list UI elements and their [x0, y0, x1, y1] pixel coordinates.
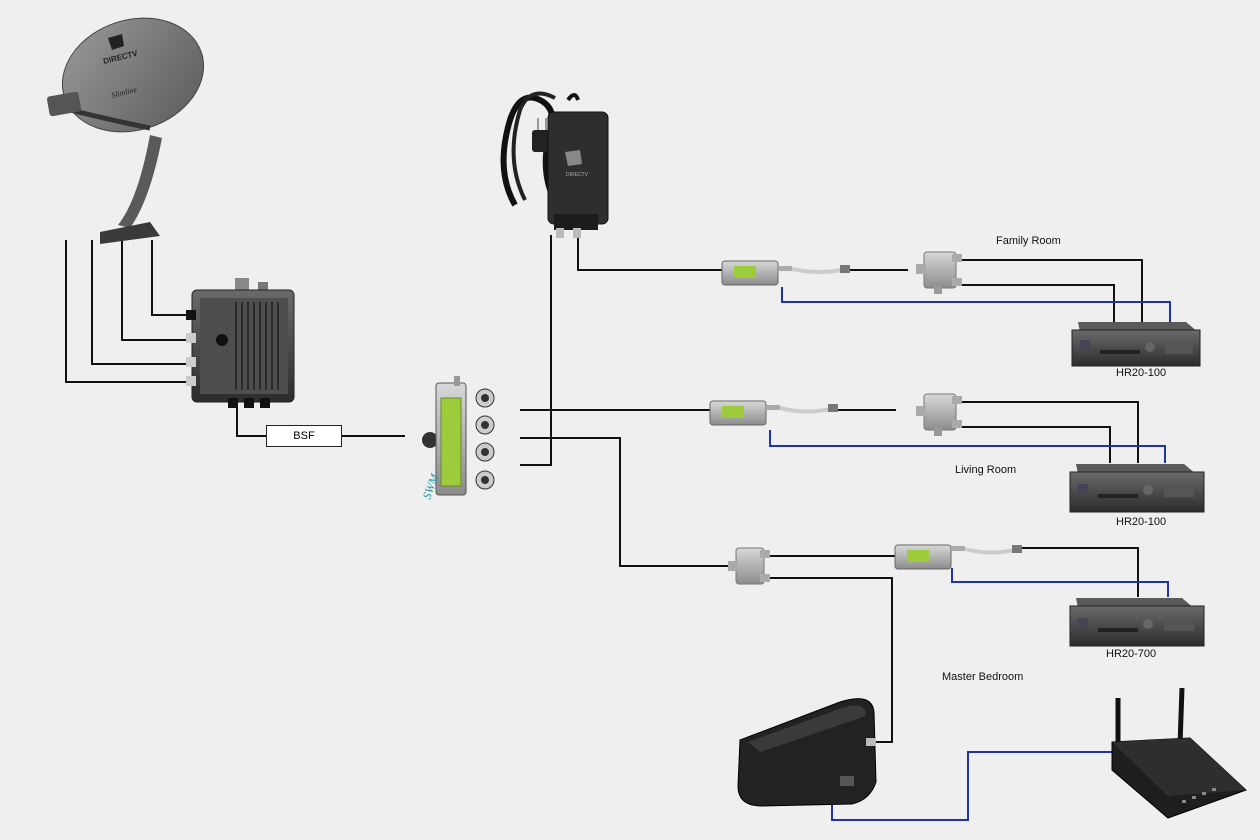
coax-living-split-dvr2 [960, 426, 1111, 463]
room-label-master: Master Bedroom [942, 671, 1024, 683]
dvr-receiver-family [1071, 322, 1201, 367]
blue-family [781, 287, 1171, 322]
blue-cck-router [831, 751, 1120, 821]
dvr-receiver-master [1069, 598, 1205, 647]
receiver-label-family: HR20-100 [1116, 367, 1167, 379]
power-inserter-living [709, 400, 838, 426]
coax-dish-2 [91, 240, 192, 365]
two-way-splitter-master [728, 547, 770, 585]
power-supply-icon: DIRECTV [500, 91, 609, 238]
coax-power-family [577, 235, 722, 271]
wireless-router-icon [1111, 687, 1247, 819]
coax-master-feed [520, 437, 730, 567]
multiswitch-icon [186, 278, 295, 408]
room-label-family: Family Room [996, 235, 1061, 247]
blue-living [769, 430, 1166, 463]
bsf-filter-box: BSF [266, 425, 342, 447]
coax-master-pi-dvr [1018, 547, 1139, 597]
coax-switch-bsf [236, 405, 266, 437]
coax-dish-3 [121, 240, 192, 341]
coax-power-feed [520, 235, 552, 466]
dvr-receiver-living [1069, 464, 1205, 513]
satellite-dish-icon: DIRECTV Slimline [46, 17, 205, 244]
swm-splitter-icon: SWM [420, 376, 495, 501]
power-inserter-family [721, 260, 850, 286]
receiver-label-living: HR20-100 [1116, 516, 1167, 528]
receiver-label-master: HR20-700 [1106, 648, 1157, 660]
coax-master-split-cck [770, 577, 893, 743]
power-supply-brand: DIRECTV [566, 172, 589, 178]
coax-living-split-dvr1 [960, 401, 1139, 463]
cinema-connection-kit-icon [737, 698, 877, 807]
coax-family-split-dvr2 [960, 284, 1115, 322]
coax-dish-4 [151, 240, 192, 316]
blue-master [951, 568, 1169, 597]
ethernet-cables [769, 287, 1171, 821]
room-label-living: Living Room [955, 464, 1017, 476]
two-way-splitter-family [916, 251, 962, 294]
coax-cables [65, 235, 1143, 743]
power-inserter-master [894, 544, 1022, 570]
coax-dish-1 [65, 240, 192, 383]
two-way-splitter-living [916, 393, 962, 436]
